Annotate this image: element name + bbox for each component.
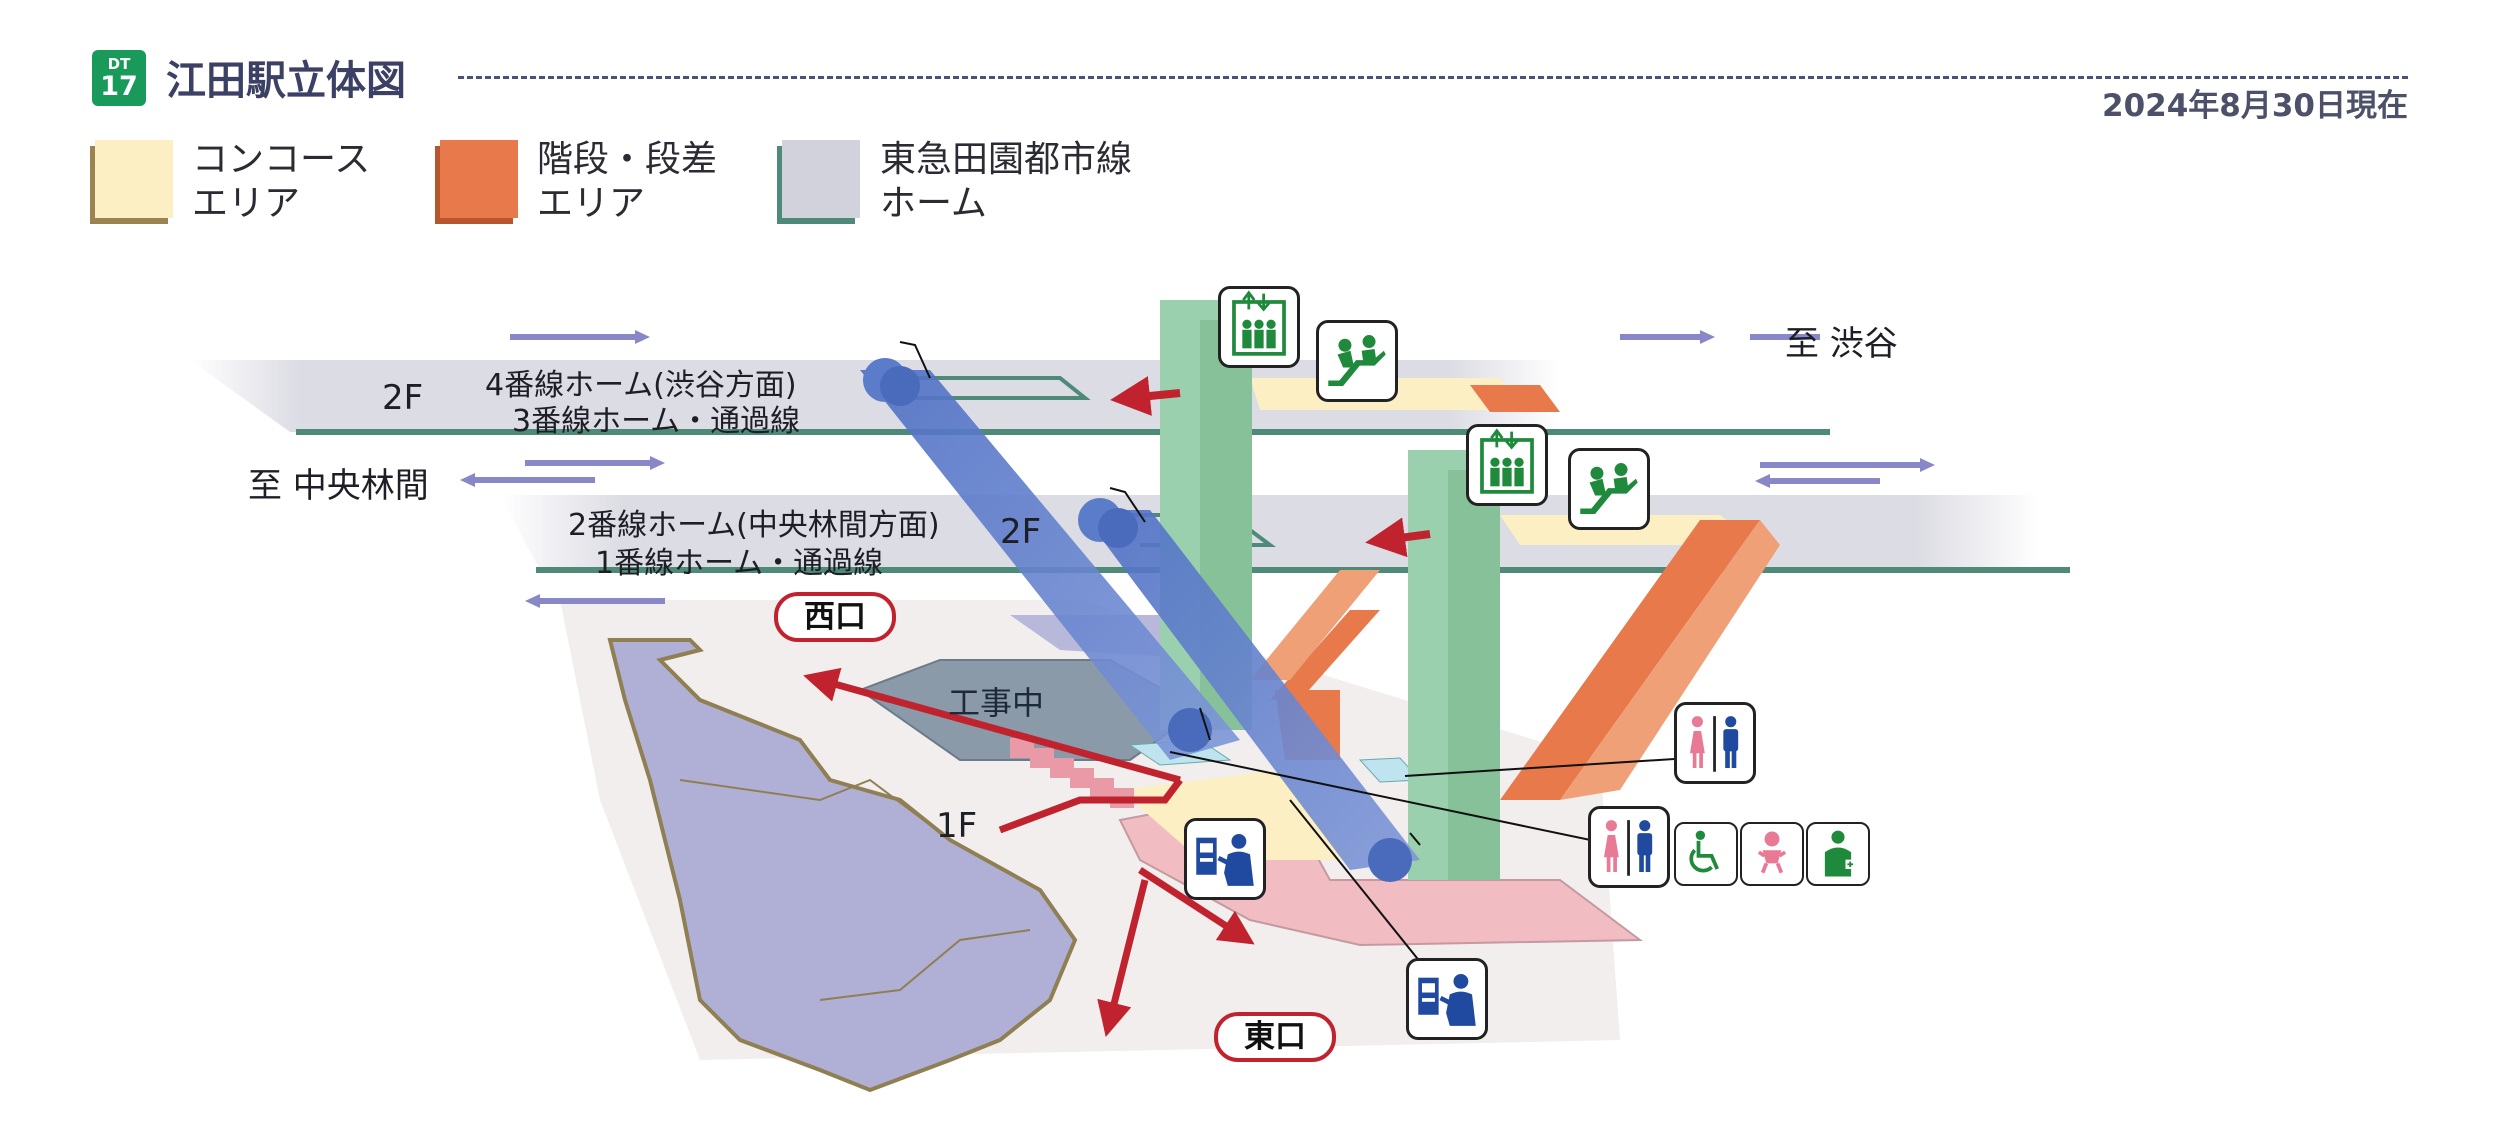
- header-divider: [458, 76, 2408, 79]
- west-building-lines: [679, 778, 951, 841]
- upper-platform-line1: 4番線ホーム(渋谷方面): [485, 368, 797, 403]
- ticket-machine-icon: [1406, 958, 1488, 1040]
- callout-lines: [899, 341, 1691, 969]
- ticket-machine-icon: [1184, 818, 1266, 900]
- station-number: 17: [100, 71, 138, 102]
- station-number-badge: DT 17: [92, 50, 146, 106]
- lower-platform-line2: 1番線ホーム・通過線: [595, 546, 884, 581]
- line-code: DT: [107, 55, 131, 73]
- page-title: 江田駅立体図: [166, 58, 406, 104]
- as-of-date: 2024年8月30日現在: [2102, 88, 2408, 124]
- west-building-lines-2: [819, 929, 1031, 1001]
- restroom-icon: [1674, 702, 1756, 784]
- legend-swatch-platform: [782, 140, 860, 218]
- legend-swatch-stairs: [440, 140, 518, 218]
- east-exit-label: 東口: [1214, 1012, 1336, 1062]
- construction-label: 工事中: [948, 684, 1045, 722]
- ostomate-icon: [1806, 822, 1870, 886]
- legend-label-platform: 東急田園都市線 ホーム: [880, 139, 1133, 224]
- elevator-icon: [1218, 286, 1300, 368]
- upper-platform-rail: [880, 376, 1091, 400]
- accessible-icon: [1674, 822, 1738, 886]
- lower-platform-line1: 2番線ホーム(中央林間方面): [568, 508, 940, 543]
- upper-floor-label: 2F: [382, 378, 424, 418]
- elevator-icon: [1466, 424, 1548, 506]
- upper-platform-line2: 3番線ホーム・通過線: [512, 404, 801, 439]
- elevator-shaft-2: [1408, 450, 1500, 880]
- restroom-icon: [1588, 806, 1670, 888]
- to-shibuya: 至 渋谷: [1785, 324, 1898, 364]
- escalator-icon: [1568, 448, 1650, 530]
- legend-swatch-concourse: [95, 140, 173, 218]
- ground-floor-label: 1F: [936, 806, 978, 846]
- escalator-2: [1078, 498, 1420, 882]
- baby-icon: [1740, 822, 1804, 886]
- lower-floor-label: 2F: [1000, 512, 1042, 552]
- lower-platform: [500, 495, 2040, 570]
- legend-label-concourse: コンコース エリア: [192, 139, 371, 224]
- route-arrows: [803, 667, 1255, 1037]
- west-building: [607, 638, 1078, 1093]
- escalator-1: [860, 358, 1240, 760]
- upper-stairs: [1250, 385, 1780, 800]
- to-chuorinkan: 至 中央林間: [248, 466, 429, 506]
- legend-label-stairs: 階段・段差 エリア: [537, 139, 718, 224]
- escalator-icon: [1316, 320, 1398, 402]
- west-exit-label: 西口: [774, 592, 896, 642]
- direction-arrows: [460, 330, 1935, 608]
